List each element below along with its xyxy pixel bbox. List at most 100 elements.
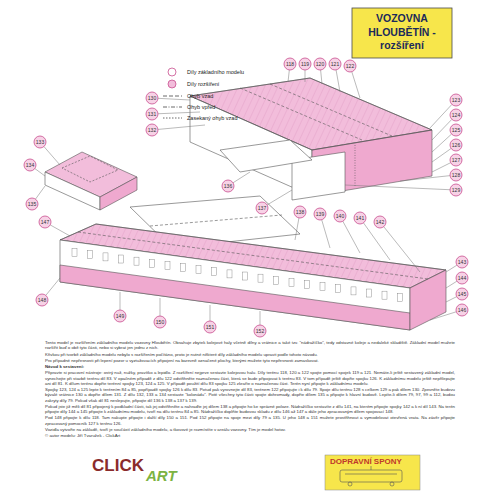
callout-number: 151: [204, 321, 216, 333]
leader-line: [432, 148, 451, 162]
callout-number: 118: [284, 58, 296, 70]
callout-circle: [294, 206, 306, 218]
instruction-text: Pro případné nepřesnosti při lepení pozo…: [45, 358, 455, 363]
callout-number: 146: [456, 304, 468, 316]
legend-text: Díly základního modelu: [187, 68, 244, 76]
depot-workshop: [190, 78, 432, 200]
callout-number: 120: [314, 58, 326, 70]
callout-number: 152: [254, 325, 266, 337]
legend-text: Díly rozšíření: [187, 80, 219, 88]
callout-number: 124: [450, 109, 462, 121]
window-mark: [212, 268, 217, 276]
callout-number: 123: [450, 94, 462, 106]
window-mark: [398, 293, 403, 301]
leader-line: [288, 70, 289, 82]
callout-circle: [456, 304, 468, 316]
legend-text: Zasekaný ohyb vzad: [187, 114, 237, 122]
leader-line: [446, 297, 457, 302]
leader-line: [321, 70, 322, 84]
leader-line: [158, 112, 200, 114]
callout-circle: [450, 94, 462, 106]
window-mark: [305, 281, 310, 289]
callout-circle: [26, 198, 38, 210]
callout-number: 137: [256, 202, 268, 214]
leader-line: [50, 225, 70, 236]
callout-number: 127: [450, 154, 462, 166]
callout-circle: [329, 58, 341, 70]
instruction-text: Připravte si pracovní nástroje: ostrý nů…: [45, 370, 455, 386]
callout-number: 136: [222, 180, 234, 192]
leader-line: [446, 265, 457, 272]
callout-circle: [450, 109, 462, 121]
leader-line: [430, 104, 452, 128]
callout-circle: [450, 124, 462, 136]
callout-circle: [450, 169, 462, 181]
leader-line: [260, 311, 261, 325]
window-mark: [367, 289, 372, 297]
window-mark: [274, 276, 279, 284]
leader-line: [46, 278, 60, 295]
callout-circle: [154, 316, 166, 328]
callout-circle: [222, 180, 234, 192]
callout-number: 138: [294, 206, 306, 218]
instruction-text: Pokud jste již měli díl 81 připojený k p…: [45, 404, 455, 415]
window-mark: [227, 270, 232, 278]
window-mark: [196, 266, 201, 274]
callout-circle: [299, 58, 311, 70]
callout-number: 148: [36, 294, 48, 306]
leader-line: [363, 223, 390, 260]
callout-circle: [256, 202, 268, 214]
callout-circle: [36, 294, 48, 306]
instruction-text: © autor modelu: Jiří Tvarůžek - ClickArt: [45, 433, 455, 438]
callout-circle: [114, 310, 126, 322]
callout-number: 142: [374, 216, 386, 228]
gatehouse: [45, 152, 137, 210]
leader-line: [267, 190, 292, 205]
callout-circle: [344, 60, 356, 72]
callout-number: 139: [314, 208, 326, 220]
leader-line: [158, 125, 205, 129]
leader-line: [158, 98, 190, 100]
callout-number: 128: [450, 169, 462, 181]
callout-circle: [314, 208, 326, 220]
leader-line: [120, 292, 121, 310]
leader-line: [233, 172, 250, 183]
title: VOZOVNA HLOUBĚTÍN -rozšíření: [356, 12, 448, 53]
leader-line: [345, 185, 450, 190]
window-mark: [181, 264, 186, 272]
callout-number: 134: [24, 159, 36, 171]
leader-line: [305, 70, 306, 82]
logo-text: ART: [146, 467, 177, 484]
callout-number: 140: [334, 210, 346, 222]
instruction-text: Tento model je rozšířením základního mod…: [45, 340, 455, 351]
instructions: Tento model je rozšířením základního mod…: [45, 340, 455, 439]
legend-swatch: [168, 80, 176, 88]
callout-number: 119: [299, 58, 311, 70]
leader-line: [430, 312, 456, 320]
callout-circle: [334, 210, 346, 222]
logo-text: DOPRAVNÍ SPONY: [330, 457, 402, 466]
leader-line: [44, 147, 60, 165]
callout-number: 145: [456, 288, 468, 300]
window-mark: [351, 287, 356, 295]
callout-number: 130: [146, 92, 158, 104]
window-mark: [150, 259, 155, 267]
callout-circle: [450, 154, 462, 166]
callout-circle: [374, 216, 386, 228]
window-mark: [243, 272, 248, 280]
leader-line: [384, 227, 420, 272]
window-mark: [88, 251, 93, 259]
leader-line: [432, 163, 451, 172]
instruction-text: Křivkou při tvorbě základního modelu neb…: [45, 352, 455, 357]
leader-line: [343, 221, 360, 253]
callout-number: 133: [34, 136, 46, 148]
leader-line: [35, 169, 45, 176]
callout-number: 141: [354, 212, 366, 224]
legend-line: [163, 107, 182, 108]
legend-line: [163, 96, 182, 97]
callout-number: 122: [344, 60, 356, 72]
storage-shed: [60, 224, 446, 330]
title-box: [352, 8, 452, 58]
callout-circle: [146, 108, 158, 120]
legend-text: Ohyb vzad: [187, 92, 213, 100]
